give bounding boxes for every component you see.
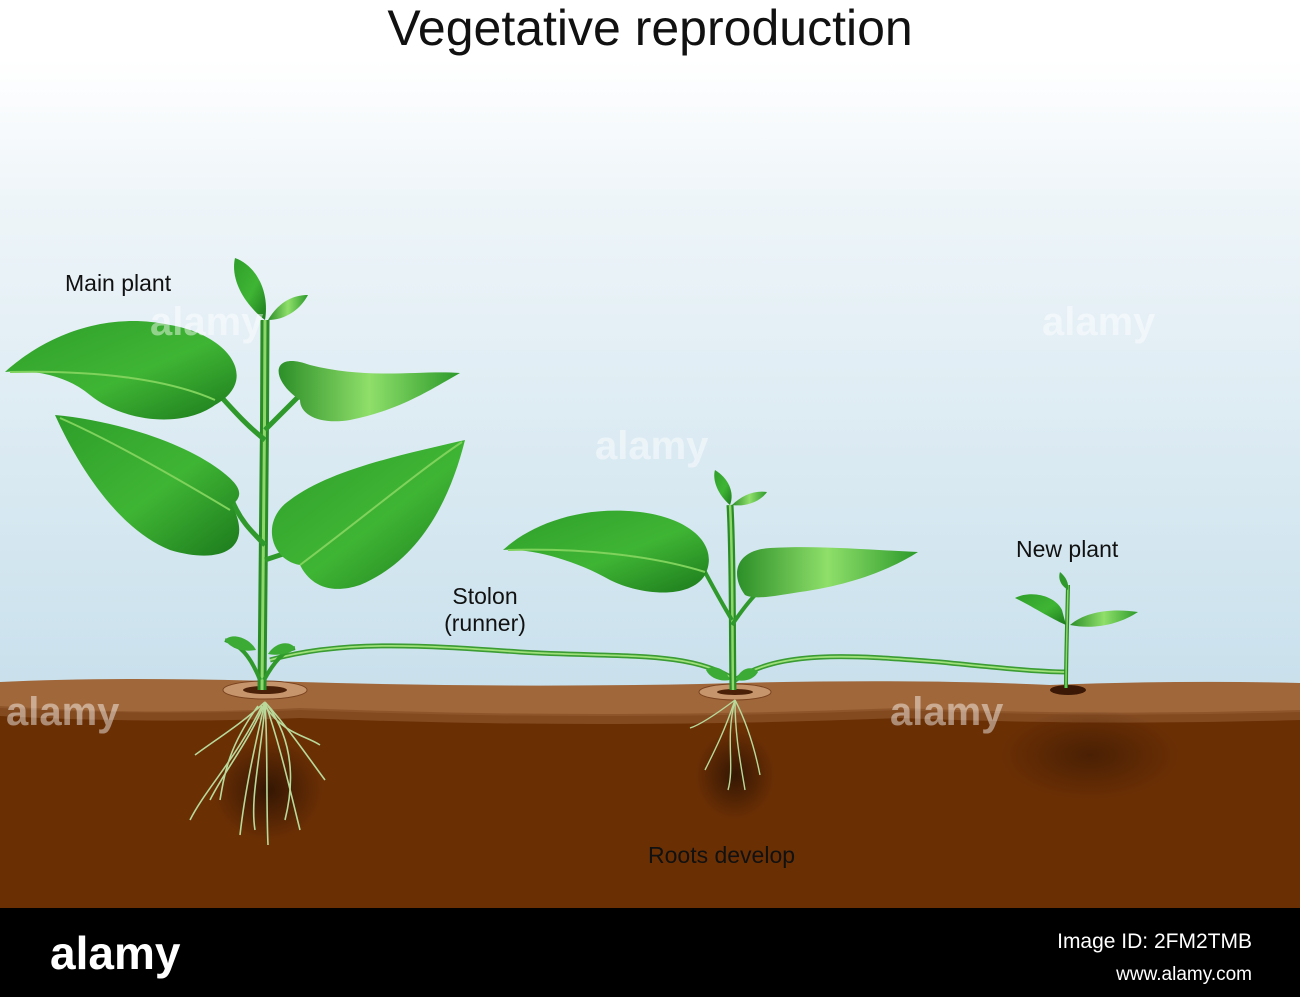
second-plant xyxy=(503,470,918,691)
footer-image-id: Image ID: 2FM2TMB xyxy=(1057,930,1252,953)
roots-develop-label: Roots develop xyxy=(648,842,796,868)
soil-surface xyxy=(0,679,1300,716)
footer-site: www.alamy.com xyxy=(1116,964,1252,985)
root-shadow xyxy=(695,730,775,820)
root-shadow xyxy=(1000,710,1180,800)
main-plant-label: Main plant xyxy=(65,270,172,296)
main-plant xyxy=(5,258,465,691)
plant-illustration xyxy=(0,60,1300,910)
watermark: alamy xyxy=(595,424,709,468)
stolon-label-line1: Stolon xyxy=(452,583,518,609)
diagram-title: Vegetative reproduction xyxy=(387,0,913,56)
watermark: alamy xyxy=(1042,300,1156,344)
new-plant-label: New plant xyxy=(1016,536,1119,562)
stolon-label-line2: (runner) xyxy=(444,610,526,636)
second-plant-roots xyxy=(689,699,761,791)
watermark: alamy xyxy=(6,690,120,734)
footer-brand: alamy xyxy=(50,927,181,979)
new-plant xyxy=(1015,572,1138,689)
stock-footer: alamy Image ID: 2FM2TMB www.alamy.com xyxy=(0,908,1300,997)
watermark: alamy xyxy=(890,690,1004,734)
stolon-label: Stolon (runner) xyxy=(425,583,545,637)
main-plant-roots xyxy=(189,701,326,846)
watermark: alamy xyxy=(150,300,264,344)
